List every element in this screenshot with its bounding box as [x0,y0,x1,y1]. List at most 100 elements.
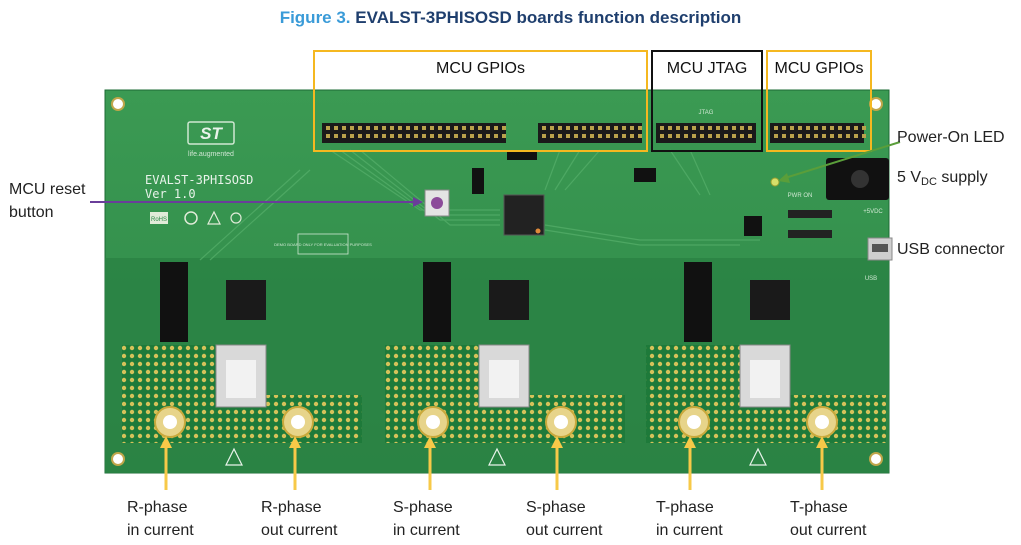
header-pin [470,126,474,130]
smd-regulator [744,216,762,236]
header-pin [708,126,712,130]
smd-transistor [472,168,484,194]
header-pin [358,134,362,138]
phase-section [646,262,886,466]
header-pin [486,134,490,138]
header-pin [494,126,498,130]
header-pin [430,126,434,130]
header-pin [854,126,858,130]
header-pin [822,126,826,130]
header-pin [422,126,426,130]
header-pin [342,126,346,130]
header-pin [454,134,458,138]
header-pin [566,134,570,138]
power-on-led-label: Power-On LED [897,129,1005,146]
demo-notice-text: DEMO BOARD ONLY FOR EVALUATION PURPOSES [274,242,372,247]
header-pin [574,134,578,138]
header-pin [774,134,778,138]
header-pin [732,134,736,138]
r-phase-in-label-1: R-phase [127,499,188,516]
header-pin [438,134,442,138]
isolated-amplifier-chip [226,280,266,320]
header-pin [676,126,680,130]
header-pin [550,134,554,138]
weee-icon [207,210,221,225]
mcu-jtag-box [651,50,763,152]
header-pin [478,126,482,130]
header-pin [470,134,474,138]
header-pin [684,126,688,130]
supply-label: 5 VDC supply [897,166,988,194]
header-pin [668,134,672,138]
isolated-amplifier-chip [489,280,529,320]
header-pin [502,134,506,138]
header-pin [366,134,370,138]
bottom-arrow-head [424,436,436,448]
header-pin [724,134,728,138]
bottom-arrow-head [816,436,828,448]
figure-caption: Figure 3. EVALST-3PHISOSD boards functio… [0,8,1021,28]
header-pin [542,134,546,138]
header-pin [732,126,736,130]
recycle-icon [230,212,242,224]
diode [788,230,832,238]
header-pin [398,134,402,138]
pwr-on-silk: PWR ON [788,193,813,199]
header-pins [326,126,866,138]
current-sensor-block [160,262,188,342]
bottom-arrow-head [684,436,696,448]
mcu-chip [503,194,545,236]
board-name-silk: EVALST-3PHISOSD [145,173,253,187]
bottom-arrow-head [551,436,563,448]
header-pin [774,126,778,130]
header-pin [430,134,434,138]
header-pin [382,126,386,130]
t-phase-out-label-2: out current [790,522,867,539]
header-pin [550,126,554,130]
phase-section [122,262,362,466]
header-pin [382,134,386,138]
header-pin [830,134,834,138]
header-pin [462,134,466,138]
st-logo: ST life.augmented [187,121,235,158]
header-pin [716,126,720,130]
header-pin [668,126,672,130]
header-pin [414,134,418,138]
header-pin [782,126,786,130]
diode [788,210,832,218]
header-pin [614,134,618,138]
header-pin [692,126,696,130]
rohs-icon [150,212,168,224]
mcu-gpios-right-box [766,50,872,152]
header-pin [660,126,664,130]
bottom-arrow-head [289,436,301,448]
figure-title: EVALST-3PHISOSD boards function descript… [355,8,742,27]
shunt-body [226,360,256,398]
t-phase-in-label-1: T-phase [656,499,714,516]
hazard-icon [225,447,243,466]
mcu-gpios-left-box [313,50,648,152]
header-pin [782,134,786,138]
header-pin [798,126,802,130]
t-phase-in-label-2: in current [656,522,723,539]
header-pin [390,126,394,130]
board-version-silk: Ver 1.0 [145,187,196,201]
header-pin [478,134,482,138]
header-pin [374,134,378,138]
shunt-body [489,360,519,398]
header-pin [582,126,586,130]
header-pin [806,126,810,130]
header-pin [700,126,704,130]
pcb-traces [199,149,760,261]
header-pin [638,126,642,130]
header-pin [798,134,802,138]
terminal-hole [163,415,177,429]
power-led-arrow [778,141,901,183]
hazard-icon [488,447,506,466]
header-pin [406,134,410,138]
reset-arrow [90,197,423,207]
header-pin [366,126,370,130]
header-pin [822,134,826,138]
header-pin [414,126,418,130]
